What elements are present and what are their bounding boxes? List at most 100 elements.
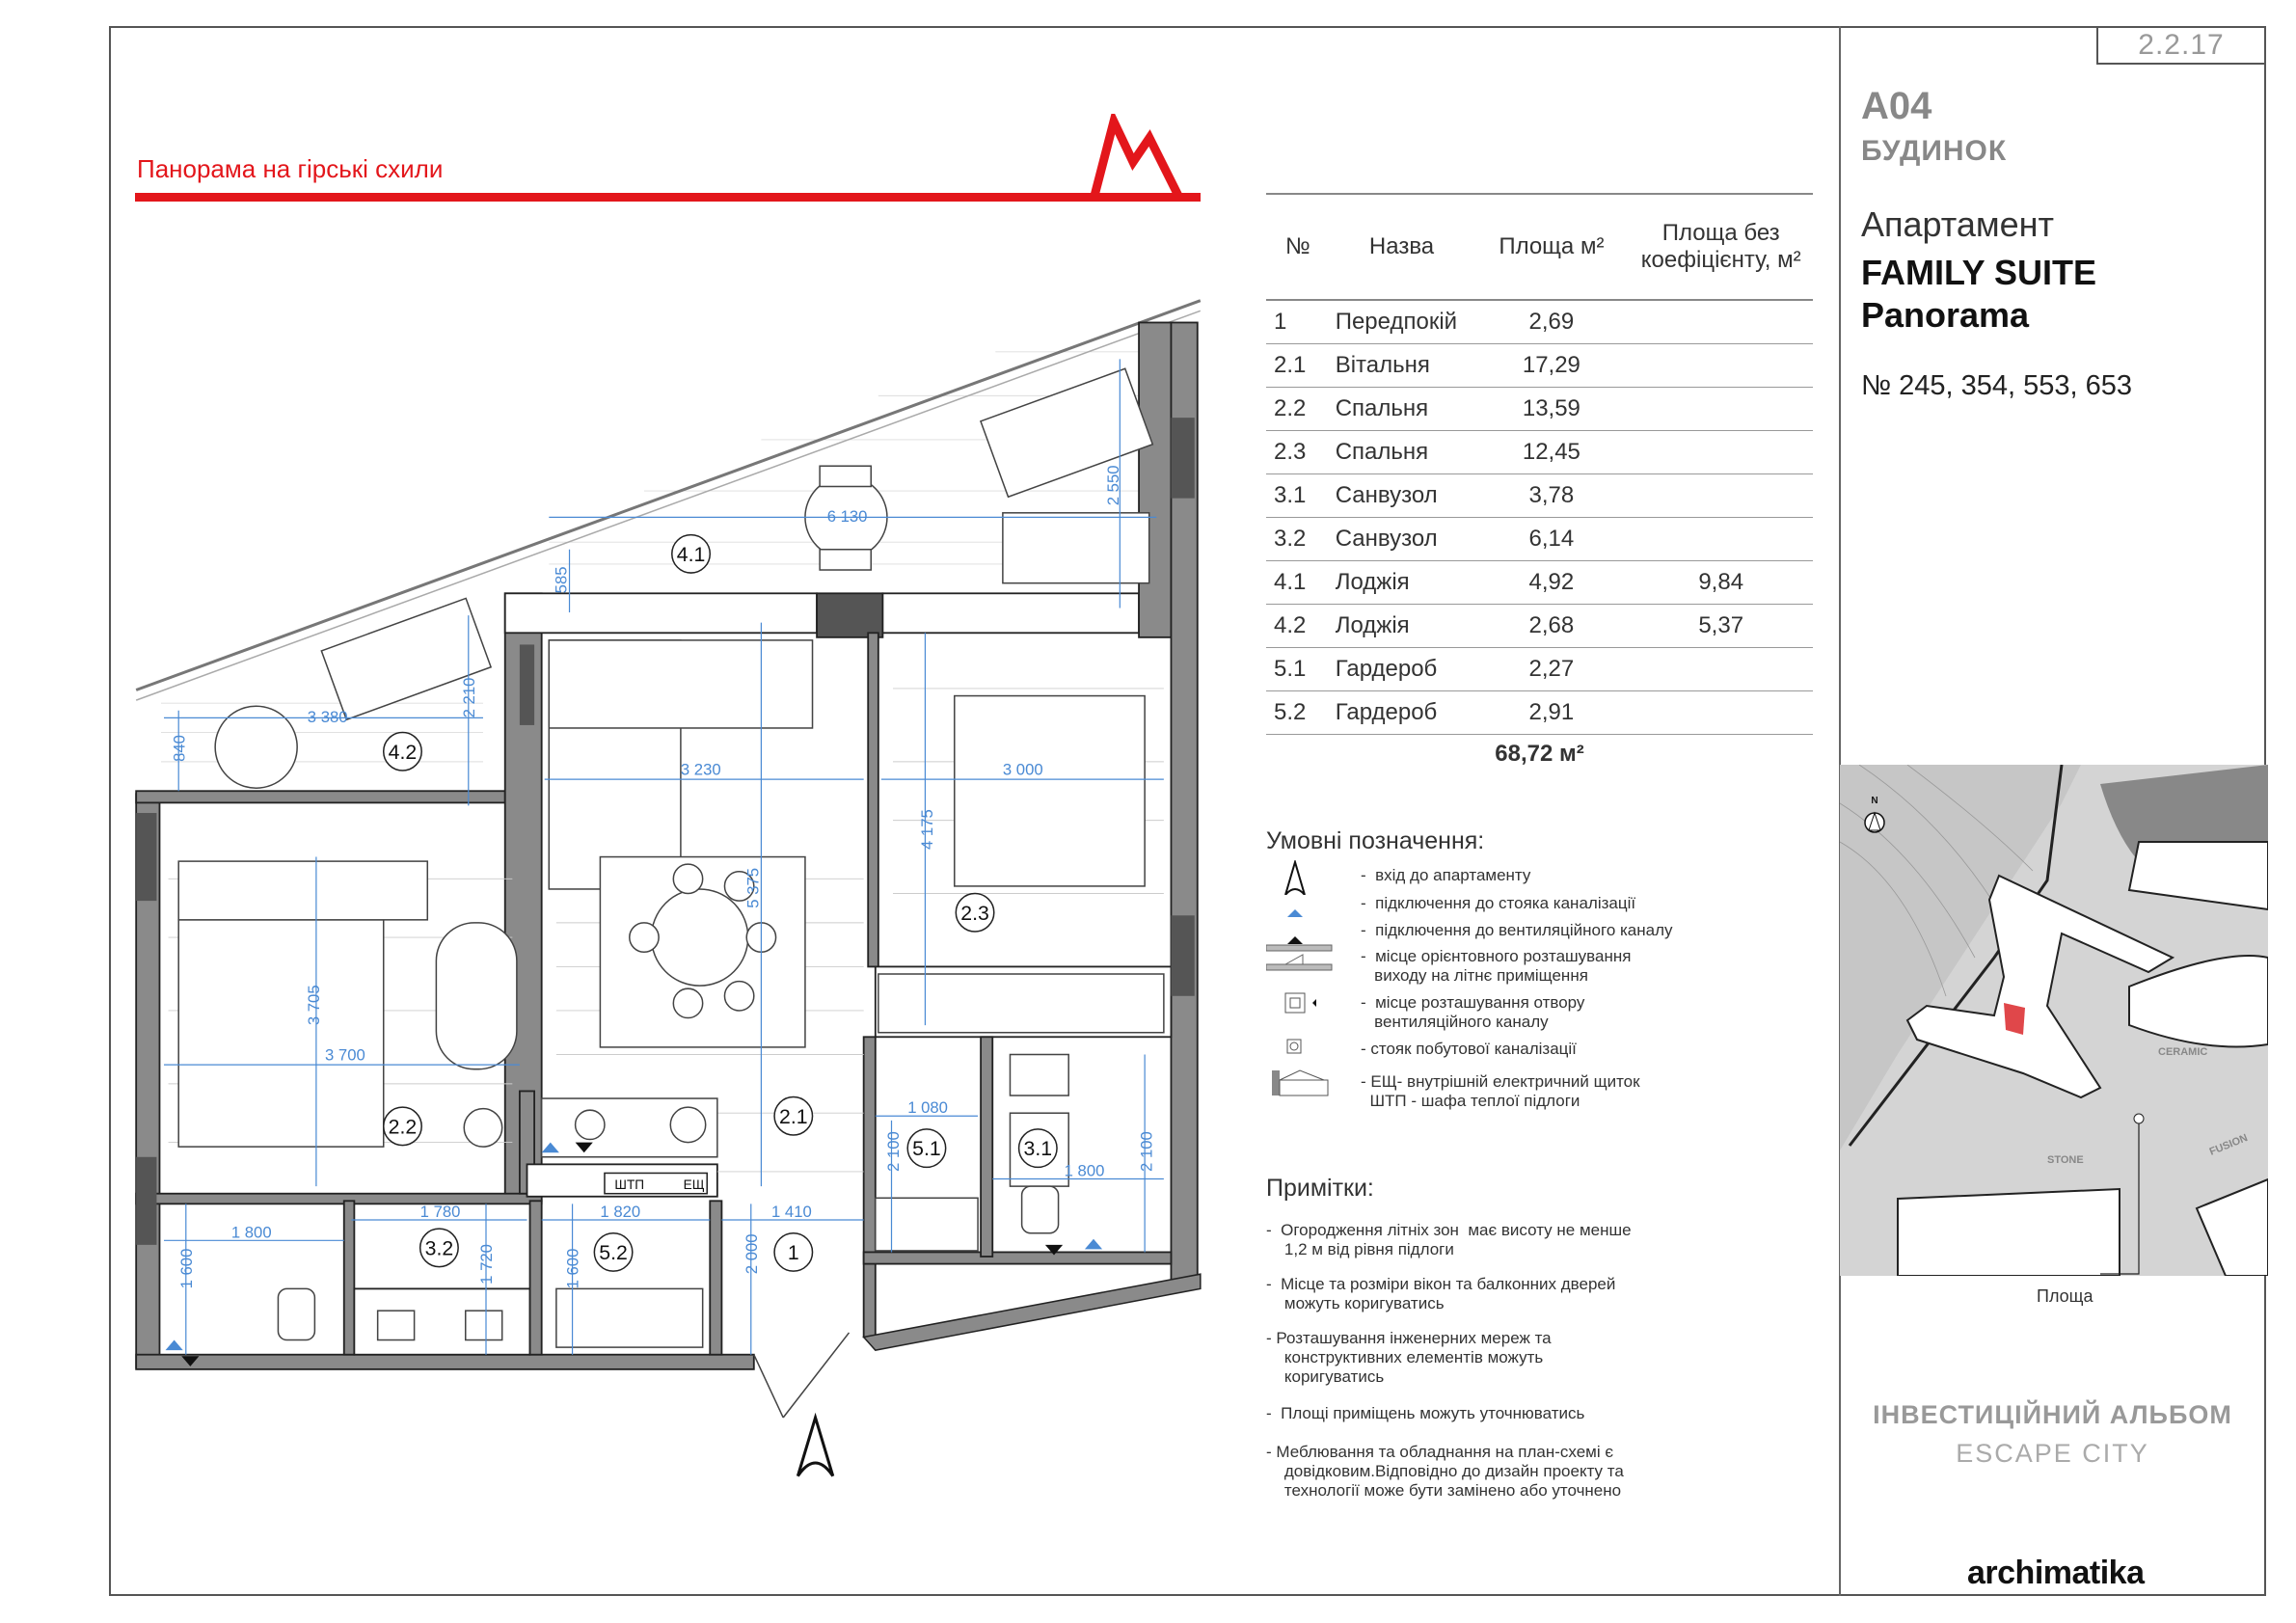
room-label-2-1: 2.1 [773,1096,814,1136]
room-number: 2.2 [389,1115,418,1138]
loggia-railing [135,299,1202,691]
room-area-no-coef [1629,343,1813,388]
mountain-icon [1090,114,1183,199]
dimension-label: 1 800 [1065,1161,1105,1179]
room-area: 2,27 [1473,647,1630,691]
dimension-label: 1 800 [231,1223,272,1241]
windows [136,418,1195,1245]
dimension-label: 1 080 [907,1098,948,1117]
notes-title: Примітки: [1266,1175,1374,1202]
total-row: 68,72 м² [1266,735,1813,774]
room-marker [1017,1128,1058,1169]
sewer-markers [165,1142,1103,1351]
exterior-wall-bottom-right [862,1273,1202,1351]
legend-title: Умовні позначення: [1266,827,1485,854]
room-area: 2,69 [1473,300,1630,344]
legend-text: - вхід до апартаменту [1361,866,1531,884]
electric-panel-icon [1272,1069,1329,1096]
apartment-name-line2: Panorama [1861,295,2030,335]
room-marker [906,1128,947,1169]
room-marker [419,1228,459,1268]
summer-exit-icon [1266,944,1333,971]
dimension-label: 3 700 [325,1046,365,1065]
note-item: - Місце та розміри вікон та балконних дв… [1266,1275,1616,1312]
legend-text: - місце орієнтовного розташування виходу… [1361,947,1632,985]
dining-table [650,888,749,987]
dimension-label: 4 175 [918,809,936,850]
room-number: 4.2 [1266,604,1330,648]
room-area: 3,78 [1473,473,1630,518]
room-marker [955,892,995,933]
room-area-no-coef [1629,517,1813,561]
heating-cabinet-label: ШТП [614,1177,644,1192]
room-area-no-coef [1629,473,1813,518]
room-number: 1 [788,1241,799,1264]
room-area-no-coef [1629,690,1813,735]
room-marker [773,1231,814,1272]
col-header-name: Назва [1329,193,1474,301]
note-item: - Розташування інженерних мереж та конст… [1266,1329,1552,1386]
room-name: Гардероб [1329,647,1474,691]
room-label-1: 1 [773,1231,814,1272]
bed-2-2 [177,919,385,1148]
room-marker [671,533,712,574]
legend-text: - стояк побутової каналізації [1361,1040,1577,1058]
table-header-row: № Назва Площа м² Площа без коефіцієнту, … [1266,193,1813,301]
building-block [1905,874,2175,1099]
room-name: Лоджія [1329,560,1474,605]
dimension-label: 2 550 [1104,465,1122,505]
room-name: Спальня [1329,387,1474,431]
room-number: 3.2 [425,1236,454,1259]
room-marker [593,1231,634,1272]
map-label-stone: STONE [2047,1154,2084,1166]
room-marker [773,1096,814,1136]
legend-text: - підключення до стояка каналізації [1361,894,1636,912]
dimension-label: 1 720 [477,1244,496,1285]
room-area: 2,91 [1473,690,1630,735]
note-item: - Огородження літніх зон має висоту не м… [1266,1221,1632,1258]
col-header-number: № [1266,193,1330,301]
sewer-connection-icon [1287,909,1303,917]
entrance-arrow-icon [796,1412,835,1477]
note-item: - Меблювання та обладнання на план-схемі… [1266,1443,1624,1500]
apartment-name: FAMILY SUITE [1861,253,2097,292]
dimension-label: 1 410 [771,1203,812,1221]
room-number: 5.2 [599,1241,628,1264]
dimension-label: 585 [552,566,570,593]
album-title: ІНВЕСТИЦІЙНИЙ АЛЬБОМ [1873,1400,2232,1429]
room-area: 2,68 [1473,604,1630,648]
room-area-no-coef: 9,84 [1629,560,1813,605]
sewer-riser-icon [1286,1039,1302,1054]
room-number: 3.1 [1266,473,1330,518]
dimension-label: 840 [170,735,188,762]
view-label: Панорама на гірські схили [137,154,444,183]
room-label-3-1: 3.1 [1017,1128,1058,1169]
vent-markers [181,1142,1064,1366]
room-name: Санвузол [1329,473,1474,518]
col-header-area: Площа м² [1473,193,1630,301]
room-number: 4.1 [677,543,706,566]
room-area-no-coef [1629,430,1813,474]
room-number: 2.2 [1266,387,1330,431]
room-label-2-3: 2.3 [955,892,995,933]
entrance-door [753,1332,851,1419]
room-number: 2.3 [1266,430,1330,474]
room-marker [382,731,422,771]
furniture [177,367,1165,1348]
vent-connection-icon [1287,936,1303,944]
north-label: N [1871,796,1877,806]
map-pointer-label: Площа [2037,1286,2093,1306]
room-label-4-1: 4.1 [671,533,712,574]
dimension-label: 2 210 [460,678,478,718]
apartment-numbers: № 245, 354, 553, 653 [1861,370,2133,401]
room-number: 5.1 [912,1137,941,1160]
col-header-area-no-coef: Площа без коефіцієнту, м² [1629,193,1813,301]
dimension-label: 1 820 [600,1203,640,1221]
dimension-label: 2 000 [743,1233,761,1274]
